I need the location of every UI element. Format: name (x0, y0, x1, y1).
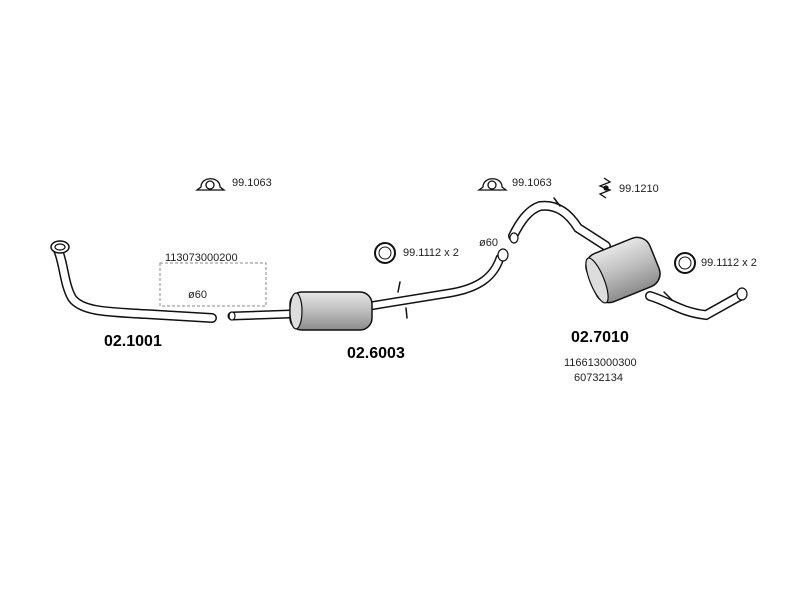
ring-left-number: 99.1112 x 2 (403, 247, 459, 259)
ring-right-number: 99.1112 x 2 (701, 257, 757, 269)
connector-dashed-box (159, 262, 267, 307)
clamp-icon-left (195, 178, 226, 191)
rear-oe-number-2: 60732134 (574, 372, 623, 384)
rear-silencer-body (585, 236, 661, 304)
hanger-icon (598, 177, 612, 199)
rear-oe-number-1: 116613000300 (564, 357, 637, 369)
front-pipe-part-number: 02.1001 (104, 333, 162, 350)
rear-silencer-part-number: 02.7010 (571, 329, 629, 346)
middle-silencer-body (289, 291, 373, 331)
clamp-left-number: 99.1063 (232, 177, 272, 189)
clamp-icon-right (477, 178, 508, 191)
front-pipe (50, 240, 217, 323)
hanger-number: 99.1210 (619, 183, 659, 195)
ring-icon-right (674, 252, 696, 274)
connector-oe-number: 113073000200 (165, 252, 238, 264)
rear-section-pipe (508, 197, 748, 321)
ring-icon-left (374, 242, 396, 264)
connector-diameter: ø60 (188, 289, 207, 301)
clamp-right-number: 99.1063 (512, 177, 552, 189)
middle-outlet-diameter: ø60 (479, 237, 498, 249)
middle-silencer-part-number: 02.6003 (347, 345, 405, 362)
middle-section (227, 248, 509, 321)
